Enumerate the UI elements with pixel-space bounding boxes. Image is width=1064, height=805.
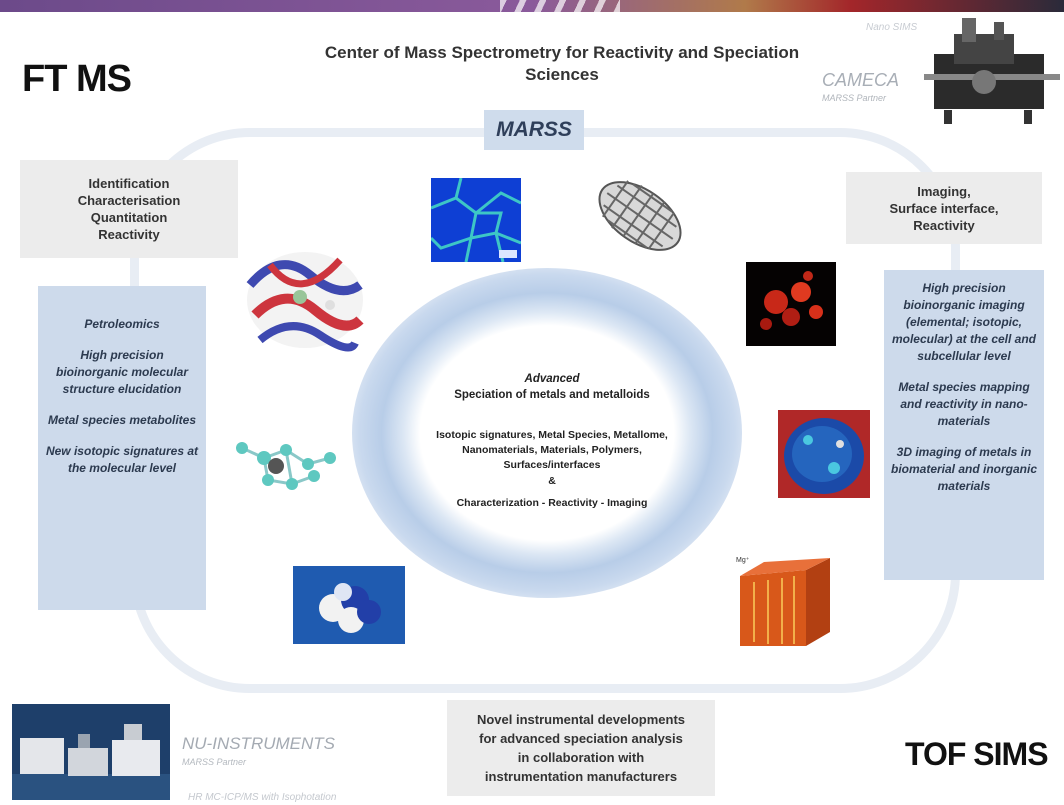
bottom-line: Novel instrumental developments	[476, 712, 686, 727]
center-line-1: Advanced	[524, 373, 580, 385]
page-title: Center of Mass Spectrometry for Reactivi…	[262, 42, 862, 86]
title-line-1: Center of Mass Spectrometry for Reactivi…	[324, 43, 800, 62]
3d-imaging-cube-image: Mg⁺	[736, 557, 830, 646]
bottom-line: in collaboration with	[517, 750, 645, 765]
molecule-ball-stick-image	[236, 442, 336, 490]
bottom-line: instrumentation manufacturers	[484, 769, 678, 784]
left-header-line: Identification	[88, 176, 170, 191]
center-line-2: Speciation of metals and metalloids	[454, 389, 650, 401]
cell-image	[778, 410, 870, 498]
title-line-2: Sciences	[525, 65, 599, 84]
cameca-top-text: Nano SIMS	[866, 22, 918, 33]
left-panel-item: New isotopic signatures at the molecular…	[45, 444, 199, 475]
nu-instrument-image	[12, 704, 170, 800]
left-header-line: Characterisation	[77, 193, 181, 208]
left-panel-item: High precision bioinorganic molecular st…	[55, 348, 189, 396]
nanotube-structure-image	[598, 180, 682, 251]
left-panel-item: Petroleomics	[84, 317, 160, 331]
right-header-line: Imaging,	[917, 183, 971, 199]
nanosims-instrument-image	[924, 18, 1060, 124]
right-panel-item: 3D imaging of metals in biomaterial and …	[890, 445, 1038, 493]
nu-partner: MARSS Partner	[182, 757, 247, 767]
svg-text:Mg⁺: Mg⁺	[736, 557, 750, 564]
right-panel-item: Metal species mapping and reactivity in …	[898, 380, 1030, 428]
molecule-spacefill-image	[293, 566, 405, 644]
left-header-box: Identification Characterisation Quantita…	[20, 160, 238, 258]
center-line-7: Characterization - Reactivity - Imaging	[456, 497, 648, 509]
left-header-line: Quantitation	[90, 210, 168, 225]
left-header-line: Reactivity	[98, 227, 160, 242]
right-header-box: Imaging, Surface interface, Reactivity	[846, 172, 1042, 244]
center-line-4: Nanomaterials, Materials, Polymers,	[462, 444, 642, 456]
right-applications-panel: High precision bioinorganic imaging (ele…	[884, 270, 1044, 580]
red-fluorescence-image	[746, 262, 836, 346]
cameca-logo: CAMECA	[822, 70, 900, 90]
central-ring	[352, 268, 742, 598]
right-panel-item: High precision bioinorganic imaging (ele…	[891, 281, 1037, 363]
nu-instrument-caption: HR MC-ICP/MS with Isophotation	[188, 792, 337, 803]
marss-label: MARSS	[484, 110, 584, 150]
left-panel-item: Metal species metabolites	[47, 413, 197, 427]
left-applications-panel: Petroleomics High precision bioinorganic…	[38, 286, 206, 610]
protein-structure-image	[246, 252, 364, 352]
banner-stripe	[500, 0, 620, 12]
tof-sims-label: TOF SIMS	[905, 736, 1049, 772]
instrumental-developments-box: Novel instrumental developments for adva…	[447, 700, 715, 796]
center-line-6: &	[548, 475, 556, 487]
center-line-5: Surfaces/interfaces	[503, 459, 601, 471]
blue-cell-network-image	[431, 178, 521, 262]
nu-instruments-logo: NU-INSTRUMENTS	[182, 734, 335, 753]
ft-ms-label: FT MS	[22, 58, 132, 100]
cameca-partner: MARSS Partner	[822, 93, 887, 103]
center-line-3: Isotopic signatures, Metal Species, Meta…	[436, 429, 668, 441]
right-header-line: Reactivity	[913, 217, 975, 233]
bottom-line: for advanced speciation analysis	[479, 731, 683, 746]
right-header-line: Surface interface,	[889, 200, 999, 216]
